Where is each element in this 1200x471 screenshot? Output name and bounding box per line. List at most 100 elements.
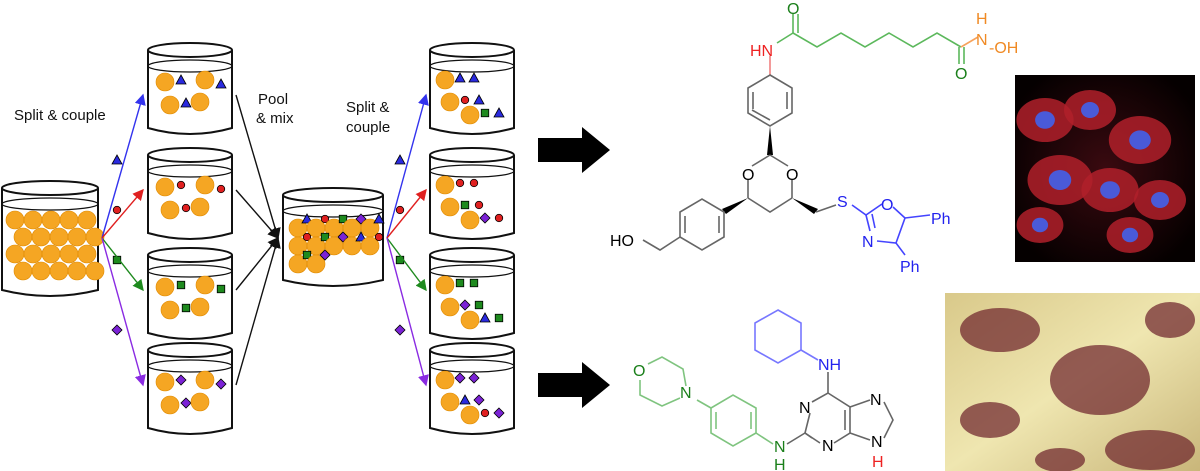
diamond-building-block [454,372,466,384]
pool-arrow-1 [235,189,279,240]
pool-arrow-2 [235,236,279,291]
atom-o-top: O [787,1,799,18]
resin-bead [155,72,175,92]
resin-bead [5,244,25,264]
resin-bead [5,210,25,230]
resin-bead [160,395,180,415]
resin-bead [195,175,215,195]
split-couple-label-2-line1: Split & [346,99,389,116]
beaker-wall [429,155,515,240]
resin-bead [67,227,87,247]
split-arrow-cir [101,188,144,239]
circle-building-block [181,203,191,213]
pool-label-line2: & mix [256,110,294,127]
resin-bead [460,105,480,125]
diamond-building-block [493,407,505,419]
resin-bead [160,300,180,320]
resin-bead [59,244,79,264]
circle-building-block [374,232,384,242]
diamond-building-block [459,299,471,311]
resin-bead [85,261,105,281]
square-building-block [320,232,330,242]
resin-bead [77,210,97,230]
diamond-building-block [468,372,480,384]
triangle-building-block [493,107,505,118]
cell-nucleus [1121,227,1139,243]
diamond-building-block [394,324,406,336]
beaker-rim [147,147,233,163]
beaker-liquid-surface [282,204,384,218]
resin-bead [23,244,43,264]
atom-o-bottom: O [955,66,967,83]
atom-o-ring-left: O [742,167,754,184]
resin-bead [360,236,380,256]
stained-cell [960,308,1040,352]
split-arrow-sq [101,237,144,292]
resin-bead [190,297,210,317]
beaker-rim [282,187,384,203]
pool-arrow-3 [235,236,281,386]
resin-bead [195,275,215,295]
resin-bead [190,392,210,412]
atom-oh-hydroxamic: -OH [989,40,1018,57]
diamond-building-block [175,374,187,386]
beaker-liquid-surface [429,59,515,73]
atom-h9: H [872,454,884,471]
split-arrow-2-dia [386,237,429,387]
cell-nucleus [1100,181,1120,199]
stained-cell [1105,430,1195,470]
square-building-block [469,278,479,288]
beaker-rim [429,147,515,163]
beaker-wall [147,350,233,435]
stained-cell [1035,448,1085,471]
cell-nucleus [1031,217,1049,233]
resin-bead [155,177,175,197]
square-building-block [216,284,226,294]
triangle-building-block [301,213,313,224]
stained-cell [1050,345,1150,415]
split-beaker-tri [147,42,233,135]
resin-bead [435,275,455,295]
atom-hn: HN [750,43,773,60]
resin-bead [160,95,180,115]
triangle-building-block [175,74,187,85]
split-arrow-2-cir [386,188,427,239]
beakers-group [0,42,515,435]
beaker-wall [147,255,233,340]
beaker-rim [429,342,515,358]
starting-beaker [0,180,105,297]
circle-building-block [216,184,226,194]
resin-bead [23,210,43,230]
resin-bead [435,370,455,390]
circle-building-block [176,180,186,190]
triangle-building-block [459,394,471,405]
circle-building-block [455,178,465,188]
atom-o-ring-right: O [786,167,798,184]
split-couple-label-1: Split & couple [14,107,106,124]
square-building-block [338,214,348,224]
cell-nucleus [1129,130,1151,150]
resin-bead [460,210,480,230]
split-arrow-tri [101,93,146,239]
square-building-block [480,108,490,118]
resin-bead [13,261,33,281]
atom-n-anilino: N [774,439,786,456]
atom-n3: N [822,438,834,455]
triangle-building-block [111,154,123,165]
resin-bead [155,372,175,392]
beaker-liquid-surface [1,197,99,211]
resin-bead [155,277,175,297]
beaker-liquid-surface [429,264,515,278]
beaker-liquid-surface [429,359,515,373]
beaker-liquid-surface [147,59,233,73]
cell-nucleus [1151,192,1169,208]
result-arrow-bottom [538,362,610,408]
beaker-wall [0,188,99,297]
resin-bead [195,70,215,90]
beaker-rim [429,42,515,58]
resin-bead [41,244,61,264]
square-building-block [494,313,504,323]
final-beaker-tri [429,42,515,135]
atom-n-morpholine: N [680,385,692,402]
